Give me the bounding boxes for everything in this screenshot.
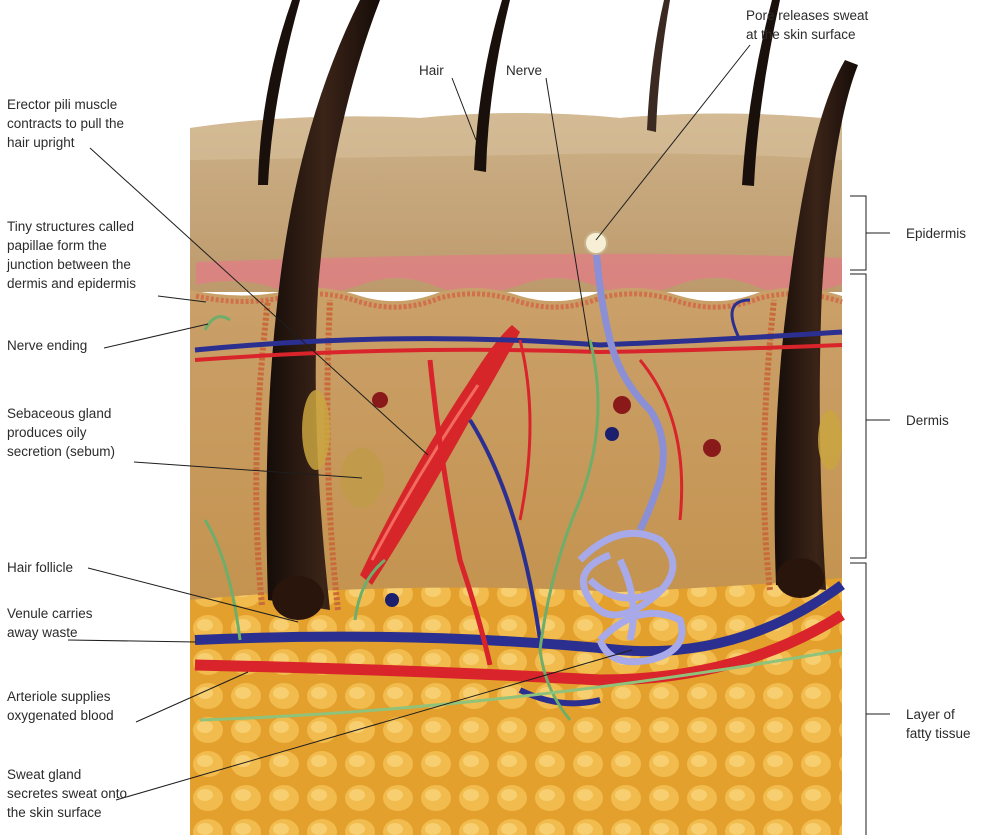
erector-leader: [90, 148, 428, 455]
label-sweat-gland: Sweat gland secretes sweat onto the skin…: [7, 765, 127, 822]
label-dermis: Dermis: [906, 411, 949, 430]
label-papillae: Tiny structures called papillae form the…: [7, 217, 136, 293]
label-venule: Venule carries away waste: [7, 604, 93, 642]
dermis-bracket: [850, 274, 890, 558]
label-nerve-ending: Nerve ending: [7, 336, 87, 355]
sweat-gland-leader: [116, 650, 632, 800]
label-hair: Hair: [419, 61, 444, 80]
nerve-ending-leader: [104, 324, 208, 348]
label-epidermis: Epidermis: [906, 224, 966, 243]
follicle-leader: [88, 568, 298, 622]
label-pore: Pore releases sweat at the skin surface: [746, 6, 868, 44]
epidermis-bracket: [850, 196, 890, 270]
fat-bracket: [850, 563, 890, 835]
papillae-leader: [158, 296, 206, 302]
label-hair-follicle: Hair follicle: [7, 558, 73, 577]
arteriole-leader: [136, 672, 248, 722]
sebaceous-leader: [134, 462, 362, 478]
label-arteriole: Arteriole supplies oxygenated blood: [7, 687, 114, 725]
nerve-leader: [546, 78, 590, 350]
hair-leader: [452, 78, 476, 140]
label-sebaceous: Sebaceous gland produces oily secretion …: [7, 404, 115, 461]
label-erector-pili: Erector pili muscle contracts to pull th…: [7, 95, 124, 152]
pore-leader: [596, 45, 750, 240]
label-fatty-tissue: Layer of fatty tissue: [906, 705, 971, 743]
label-nerve: Nerve: [506, 61, 542, 80]
